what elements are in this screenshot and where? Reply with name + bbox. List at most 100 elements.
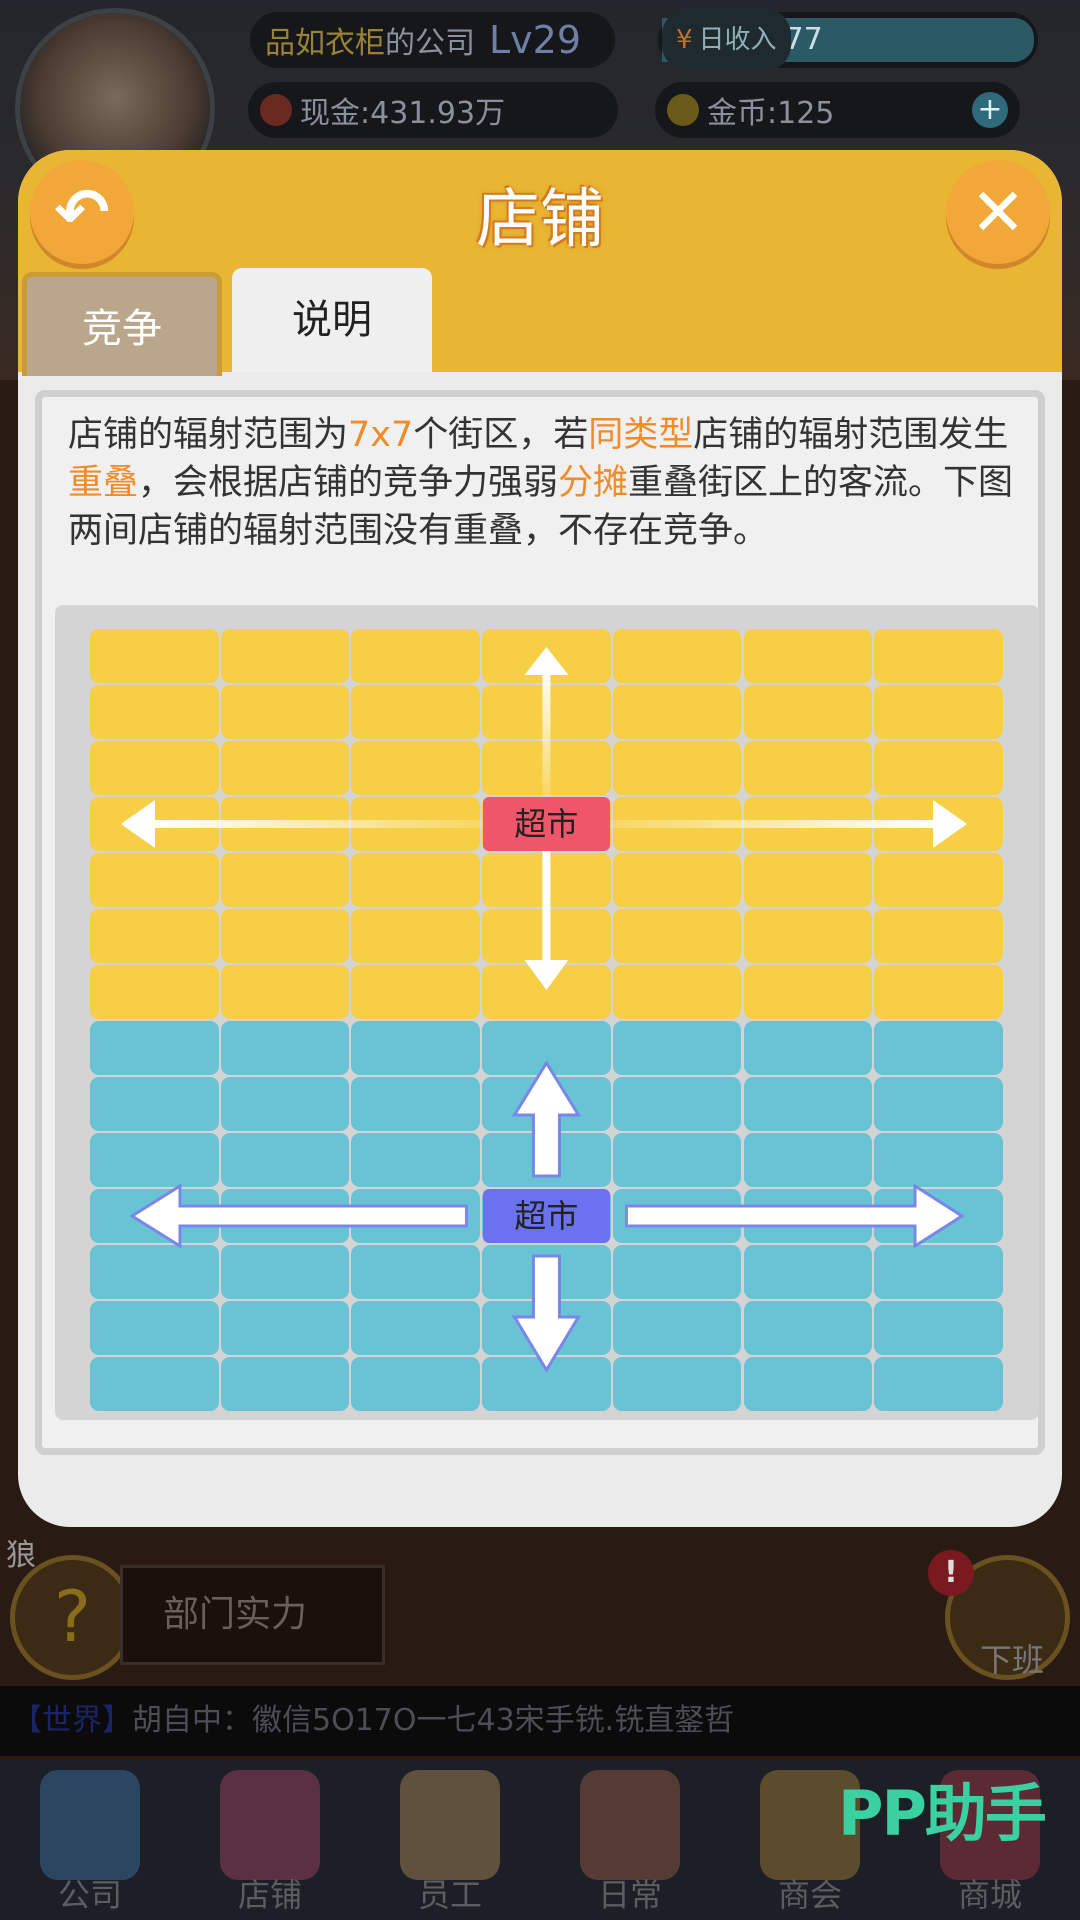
block-cell [90,965,219,1019]
nav-item[interactable]: 商城 [915,1760,1065,1920]
block-cell [612,741,742,795]
block-cell [90,1021,219,1075]
block-cell [874,1357,1003,1411]
block-cell [743,909,873,963]
explanation-panel: 店铺的辐射范围为7x7个街区，若同类型店铺的辐射范围发生重叠，会根据店铺的竞争力… [35,390,1045,1455]
block-cell [220,1245,350,1299]
block-cell [220,1021,350,1075]
off-work-label: 下班 [980,1641,1045,1679]
nav-label: 店铺 [237,1876,302,1914]
arrow-left-icon [150,820,547,828]
income-label-text: 日收入 [698,25,777,55]
block-cell [743,1021,873,1075]
highlight-text: 同类型 [588,415,694,455]
nav-icon [940,1770,1040,1880]
dialog-title: 店铺 [476,183,604,257]
gold-value: 金币:125 [707,96,835,131]
block-cell [351,1021,481,1075]
block-cell [743,1301,873,1355]
department-strength-label: 部门实力 [120,1565,385,1665]
alert-badge-icon: ! [928,1550,974,1596]
nav-label: 商会 [777,1876,842,1914]
cash-icon [260,94,292,126]
block-cell [351,1301,481,1355]
chat-channel: 【世界】 [12,1703,132,1738]
block-cell [743,1077,873,1131]
block-cell [874,685,1003,739]
block-cell [351,1357,481,1411]
block-cell [743,1357,873,1411]
block-cell [743,629,873,683]
nav-icon [400,1770,500,1880]
block-cell [874,1021,1003,1075]
block-cell [612,1357,742,1411]
block-cell [351,853,481,907]
block-cell [743,853,873,907]
tab-explanation[interactable]: 说明 [232,268,432,372]
block-cell [874,629,1003,683]
back-button[interactable]: ↶ [30,160,134,264]
block-cell [743,685,873,739]
arrow-left-icon [121,800,155,848]
block-cell [612,1301,742,1355]
nav-item[interactable]: 员工 [375,1760,525,1920]
nav-item[interactable]: 商会 [735,1760,885,1920]
block-cell [90,1357,219,1411]
block-cell [220,1133,350,1187]
add-gold-button[interactable]: + [972,92,1008,128]
arrow-up-icon [524,647,569,675]
nav-icon [220,1770,320,1880]
arrow-right-icon [624,1183,965,1249]
block-cell [220,1077,350,1131]
back-arrow-icon: ↶ [54,173,110,251]
nav-item[interactable]: 店铺 [195,1760,345,1920]
block-cell [612,853,742,907]
explanation-text: 店铺的辐射范围为7x7个街区，若同类型店铺的辐射范围发生重叠，会根据店铺的竞争力… [68,411,1018,555]
block-cell [874,1301,1003,1355]
block-cell [90,685,219,739]
nav-item[interactable]: 公司 [15,1760,165,1920]
block-cell [874,1245,1003,1299]
chat-message: 胡自中：徽信5O17O一七43宋手铣.铣直錖哲 [132,1703,735,1738]
cash-bar: 现金:431.93万 [248,82,618,138]
block-cell [612,1245,742,1299]
gold-bar: 金币:125 + [655,82,1020,138]
nav-label: 公司 [57,1876,122,1914]
text-segment: 店铺的辐射范围为 [68,415,349,455]
block-cell [351,741,481,795]
store-label: 超市 [483,797,610,851]
block-cell [90,1301,219,1355]
nav-item[interactable]: 日常 [555,1760,705,1920]
arrow-down-icon [524,960,569,990]
close-icon: ✕ [970,173,1026,251]
tab-competition[interactable]: 竞争 [22,272,222,376]
block-cell [612,629,742,683]
world-chat-bar[interactable]: 【世界】胡自中：徽信5O17O一七43宋手铣.铣直錖哲 [0,1686,1080,1756]
block-cell [612,1133,742,1187]
watermark: PP助手 [838,1777,1047,1850]
block-cell [90,1077,219,1131]
cash-value: 现金:431.93万 [300,96,506,131]
nav-icon [760,1770,860,1880]
department-strength-button[interactable]: ? 部门实力 [10,1555,385,1680]
block-cell [874,965,1003,1019]
nav-icon [40,1770,140,1880]
block-cell [874,853,1003,907]
block-cell [90,741,219,795]
nav-label: 日常 [597,1876,662,1914]
block-cell [220,741,350,795]
text-segment: ，会根据店铺的竞争力强弱 [138,463,559,503]
block-cell [220,853,350,907]
income-label: ¥日收入 [662,9,791,71]
highlight-text: 重叠 [68,463,139,503]
arrow-down-icon [511,1254,582,1373]
block-cell [90,1133,219,1187]
nav-icon [580,1770,680,1880]
block-cell [220,1301,350,1355]
block-cell [874,741,1003,795]
nav-label: 员工 [417,1876,482,1914]
block-cell [220,909,350,963]
bottom-nav: 公司 店铺 员工 日常 商会 商城 [0,1760,1080,1920]
close-button[interactable]: ✕ [946,160,1050,264]
